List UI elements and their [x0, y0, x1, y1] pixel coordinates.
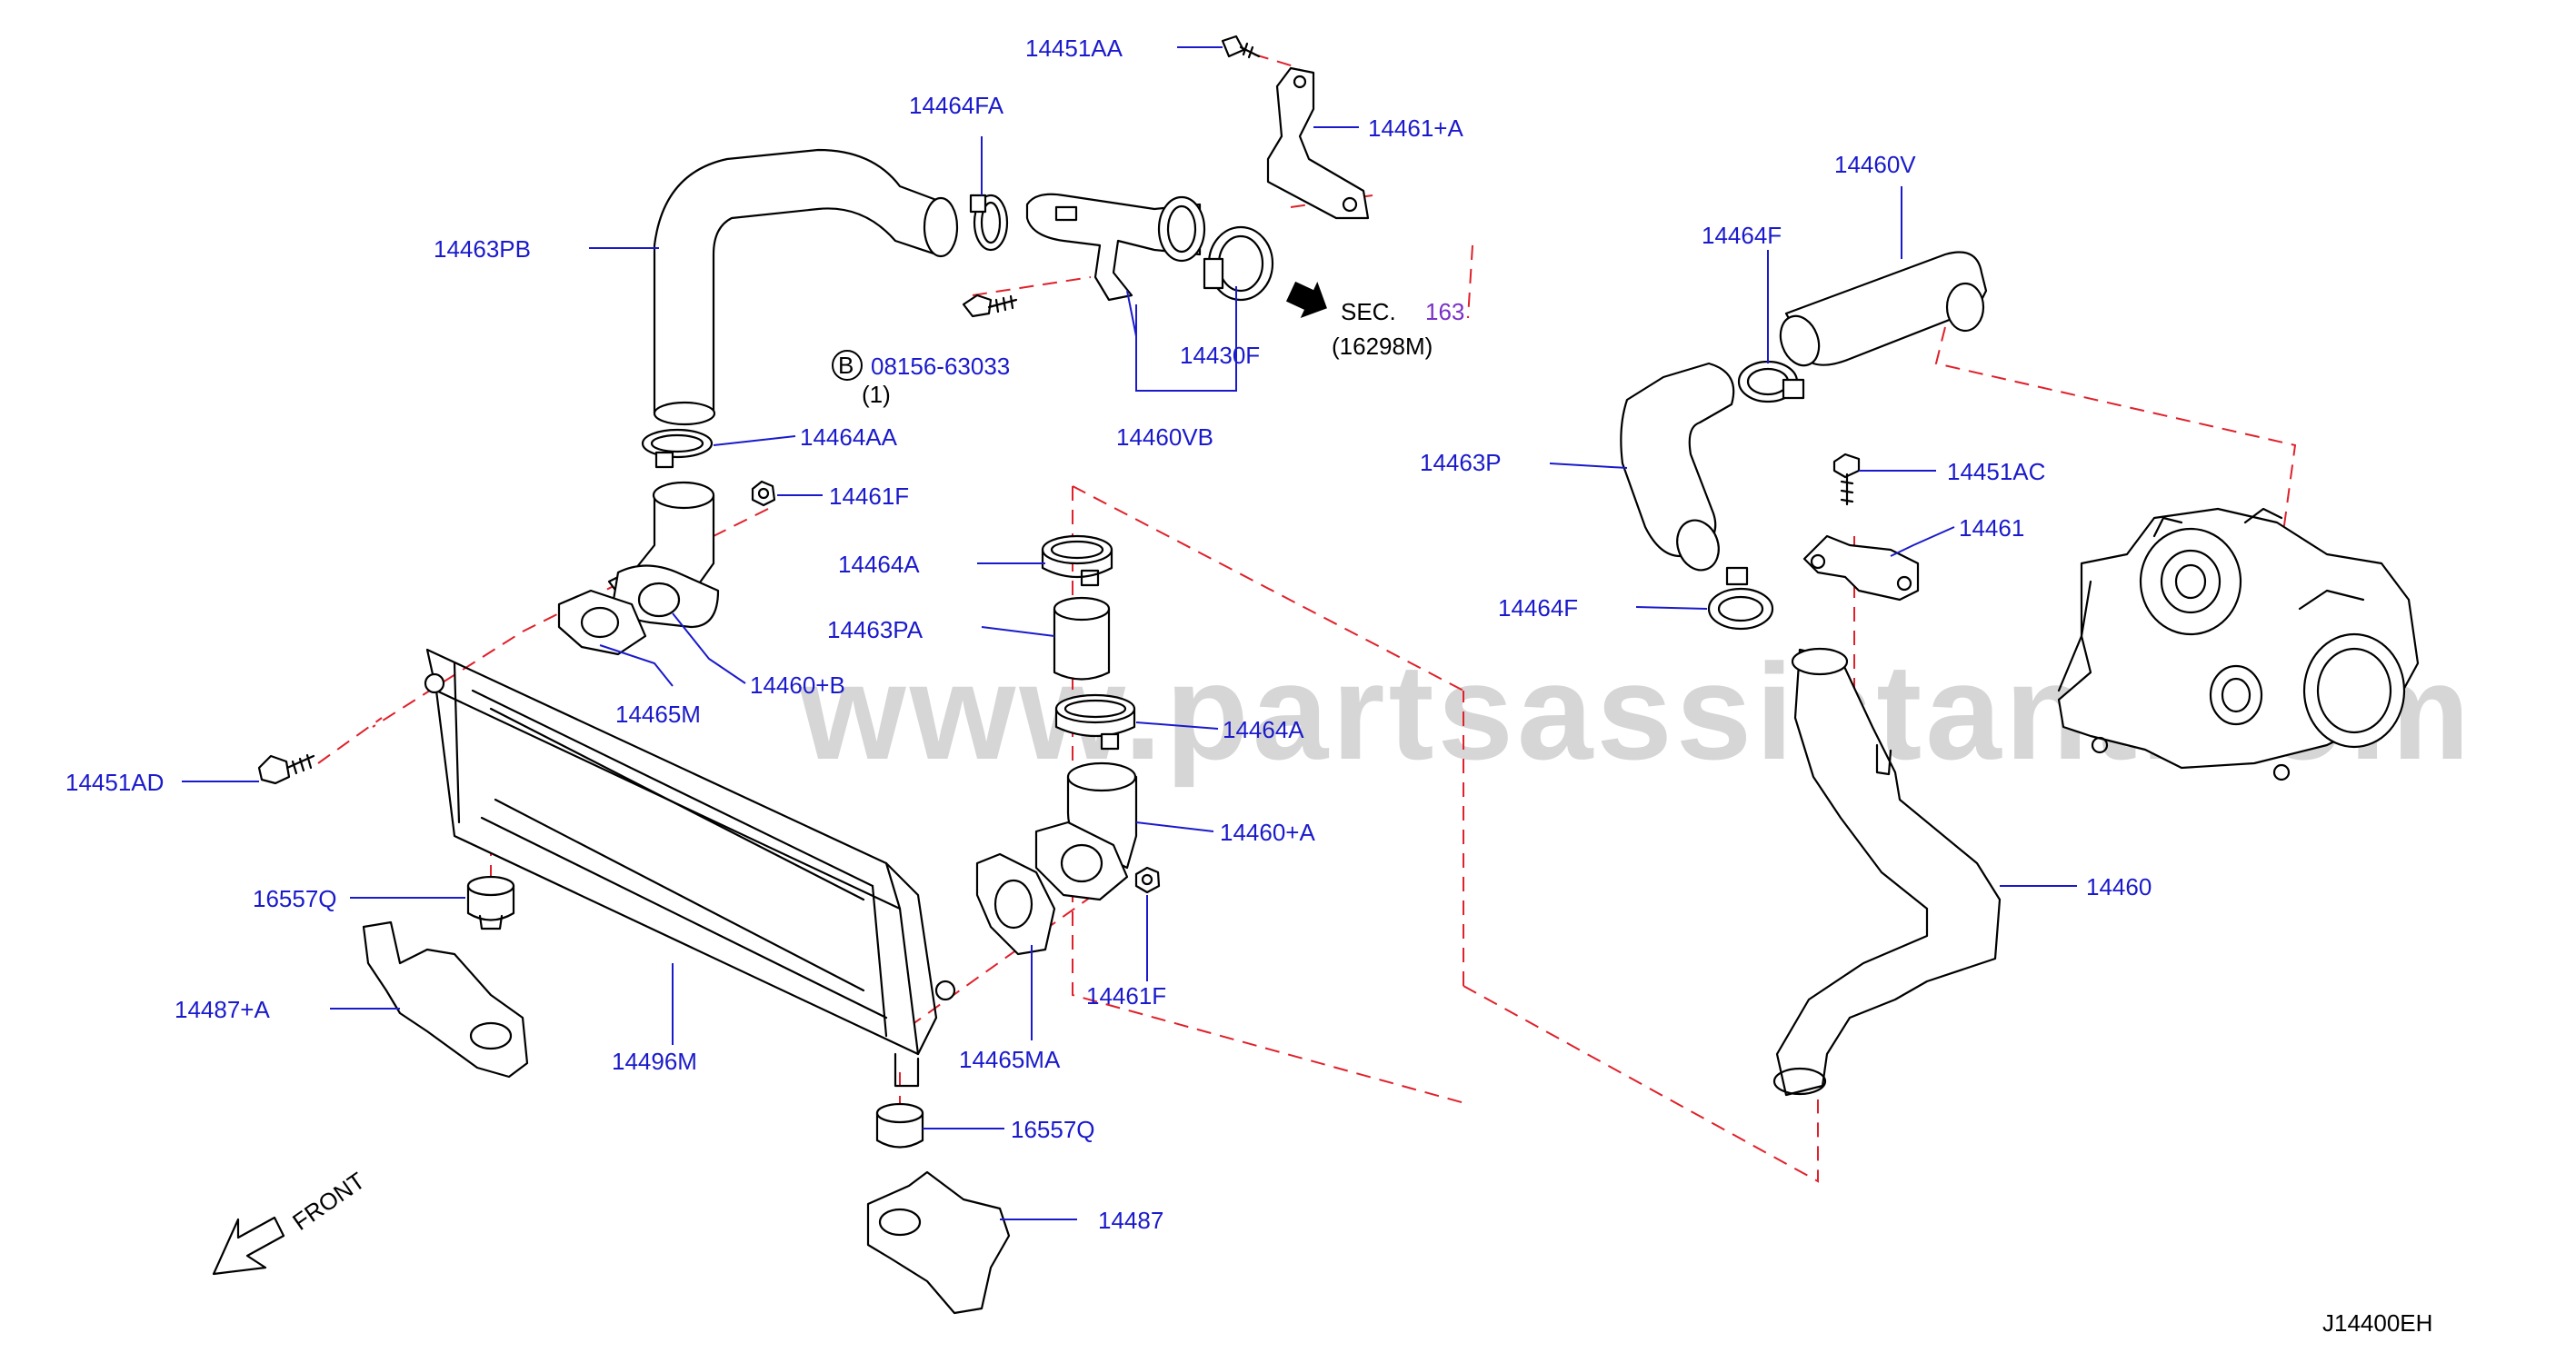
label-14460[interactable]: 14460	[2086, 873, 2152, 900]
label-14464F-bottom[interactable]: 14464F	[1498, 594, 1578, 622]
clamp-14430F	[1203, 225, 1274, 302]
bolt-14451AC	[1832, 453, 1861, 506]
bracket-14487	[866, 1170, 1011, 1315]
label-14451AC[interactable]: 14451AC	[1947, 458, 2045, 485]
clamp-14464F-top	[1737, 360, 1805, 403]
clamp-14464AA	[641, 428, 714, 469]
leader-lines	[182, 46, 2077, 1220]
label-14463P[interactable]: 14463P	[1420, 449, 1502, 476]
label-14460VB[interactable]: 14460VB	[1116, 423, 1213, 451]
bolt-14451AA	[1221, 35, 1261, 59]
label-14496M[interactable]: 14496M	[612, 1048, 697, 1075]
label-16557Q-right[interactable]: 16557Q	[1011, 1116, 1095, 1143]
pipe-14460	[1772, 647, 2002, 1097]
sec-sub: (16298M)	[1332, 333, 1433, 360]
elbow-14460A	[1034, 761, 1138, 901]
clamp-14464F-bottom	[1707, 566, 1774, 631]
bracket-14461A	[1266, 66, 1370, 220]
hose-14463PB	[653, 148, 959, 426]
clamp-14464FA	[969, 194, 1009, 252]
label-14464FA[interactable]: 14464FA	[909, 92, 1004, 119]
nut-14461F-bottom	[1134, 866, 1161, 894]
hose-14460V	[1779, 251, 1988, 367]
diagram-code: J14400EH	[2322, 1309, 2432, 1337]
label-14460A[interactable]: 14460+A	[1220, 819, 1315, 846]
badge-letter: B	[838, 352, 854, 379]
front-arrow-icon	[212, 1216, 285, 1276]
label-08156-63033[interactable]: 08156-63033	[871, 353, 1010, 380]
part-labels: 14451AA 14464FA 14461+A 14463PB 14430F 1…	[65, 35, 2152, 1234]
label-14460B[interactable]: 14460+B	[750, 672, 845, 699]
label-14430F[interactable]: 14430F	[1180, 342, 1260, 369]
badge-circle	[832, 350, 863, 381]
gasket-14465M	[557, 589, 647, 656]
bracket-14461	[1802, 534, 1920, 602]
label-14461F-top[interactable]: 14461F	[829, 483, 909, 510]
label-14464A-bottom[interactable]: 14464A	[1223, 716, 1304, 743]
label-14451AD[interactable]: 14451AD	[65, 769, 164, 796]
pipe-14460VB	[1025, 193, 1206, 302]
bolt-08156-63033	[962, 293, 1018, 318]
sec-text: SEC.	[1341, 298, 1396, 325]
sec-reference[interactable]: SEC. 163 (16298M)	[1332, 298, 1464, 360]
label-14463PB[interactable]: 14463PB	[434, 235, 531, 263]
label-14461A-top[interactable]: 14461+A	[1368, 114, 1463, 142]
bolt-14451AD	[257, 753, 315, 785]
turbocharger	[2057, 507, 2420, 781]
label-14451AA[interactable]: 14451AA	[1025, 35, 1123, 62]
label-14464AA[interactable]: 14464AA	[800, 423, 898, 451]
label-14464F-top[interactable]: 14464F	[1702, 222, 1782, 249]
label-14463PA[interactable]: 14463PA	[827, 616, 924, 643]
label-14461[interactable]: 14461	[1959, 514, 2024, 542]
sec-number[interactable]: 163	[1425, 298, 1464, 325]
clamp-14464A-top	[1041, 534, 1113, 587]
label-14464A-top[interactable]: 14464A	[838, 551, 920, 578]
label-14465M[interactable]: 14465M	[615, 701, 701, 728]
label-14465MA[interactable]: 14465MA	[959, 1046, 1061, 1073]
nut-14461F-top	[751, 480, 776, 507]
mount-16557Q-left	[466, 875, 515, 930]
intercooler-14496M	[424, 648, 956, 1088]
front-label: FRONT	[287, 1167, 370, 1236]
hose-14463P	[1620, 362, 1735, 572]
label-14487A[interactable]: 14487+A	[175, 996, 270, 1023]
clamp-14464A-bottom	[1054, 693, 1136, 751]
hose-14463PA	[1053, 596, 1111, 681]
sec-arrow-icon	[1285, 281, 1327, 318]
label-16557Q-left[interactable]: 16557Q	[253, 885, 337, 912]
label-14460V[interactable]: 14460V	[1834, 151, 1916, 178]
mount-16557Q-right	[875, 1102, 924, 1149]
bracket-14487A	[362, 920, 529, 1079]
bolt-qty: (1)	[862, 381, 891, 408]
label-14461F-bottom[interactable]: 14461F	[1086, 982, 1166, 1010]
bolt-reference[interactable]: B 08156-63033 (1)	[832, 350, 1010, 408]
label-14487[interactable]: 14487	[1098, 1207, 1163, 1234]
gasket-14465MA	[975, 852, 1056, 956]
